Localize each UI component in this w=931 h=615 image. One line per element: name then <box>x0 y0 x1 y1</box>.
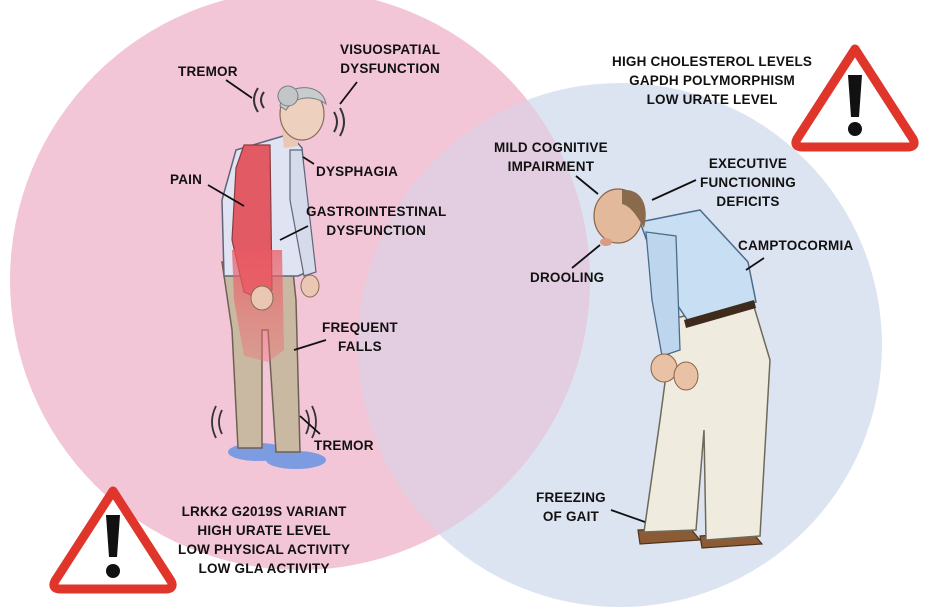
label-line: DYSFUNCTION <box>306 221 446 240</box>
label-line: FALLS <box>322 337 398 356</box>
label-line: FREEZING <box>536 488 606 507</box>
label-line: FUNCTIONING <box>700 173 796 192</box>
risk-factor: LOW URATE LEVEL <box>612 90 812 109</box>
label-line: DYSFUNCTION <box>340 59 440 78</box>
label-visuospatial-dysfunction: VISUOSPATIAL DYSFUNCTION <box>340 40 440 78</box>
risk-factor: LOW PHYSICAL ACTIVITY <box>178 540 350 559</box>
label-line: OF GAIT <box>536 507 606 526</box>
label-camptocormia: CAMPTOCORMIA <box>738 236 853 255</box>
risk-factor: LRKK2 G2019S VARIANT <box>178 502 350 521</box>
label-line: FREQUENT <box>322 318 398 337</box>
label-tremor-feet: TREMOR <box>314 436 374 455</box>
risk-factor: GAPDH POLYMORPHISM <box>612 71 812 90</box>
label-freezing-of-gait: FREEZING OF GAIT <box>536 488 606 526</box>
label-dysphagia: DYSPHAGIA <box>316 162 398 181</box>
label-drooling: DROOLING <box>530 268 604 287</box>
left-risk-factors: LRKK2 G2019S VARIANT HIGH URATE LEVEL LO… <box>178 502 350 578</box>
risk-factor: LOW GLA ACTIVITY <box>178 559 350 578</box>
label-frequent-falls: FREQUENT FALLS <box>322 318 398 356</box>
label-mild-cognitive-impairment: MILD COGNITIVE IMPAIRMENT <box>494 138 608 176</box>
warning-triangle-icon <box>796 49 914 147</box>
label-gastrointestinal-dysfunction: GASTROINTESTINAL DYSFUNCTION <box>306 202 446 240</box>
label-line: MILD COGNITIVE <box>494 138 608 157</box>
label-executive-functioning-deficits: EXECUTIVE FUNCTIONING DEFICITS <box>700 154 796 211</box>
risk-factor: HIGH URATE LEVEL <box>178 521 350 540</box>
label-line: IMPAIRMENT <box>494 157 608 176</box>
label-line: EXECUTIVE <box>700 154 796 173</box>
right-risk-factors: HIGH CHOLESTEROL LEVELS GAPDH POLYMORPHI… <box>612 52 812 109</box>
label-tremor-head: TREMOR <box>178 62 238 81</box>
risk-factor: HIGH CHOLESTEROL LEVELS <box>612 52 812 71</box>
label-line: VISUOSPATIAL <box>340 40 440 59</box>
label-line: DEFICITS <box>700 192 796 211</box>
label-pain: PAIN <box>170 170 202 189</box>
label-line: GASTROINTESTINAL <box>306 202 446 221</box>
